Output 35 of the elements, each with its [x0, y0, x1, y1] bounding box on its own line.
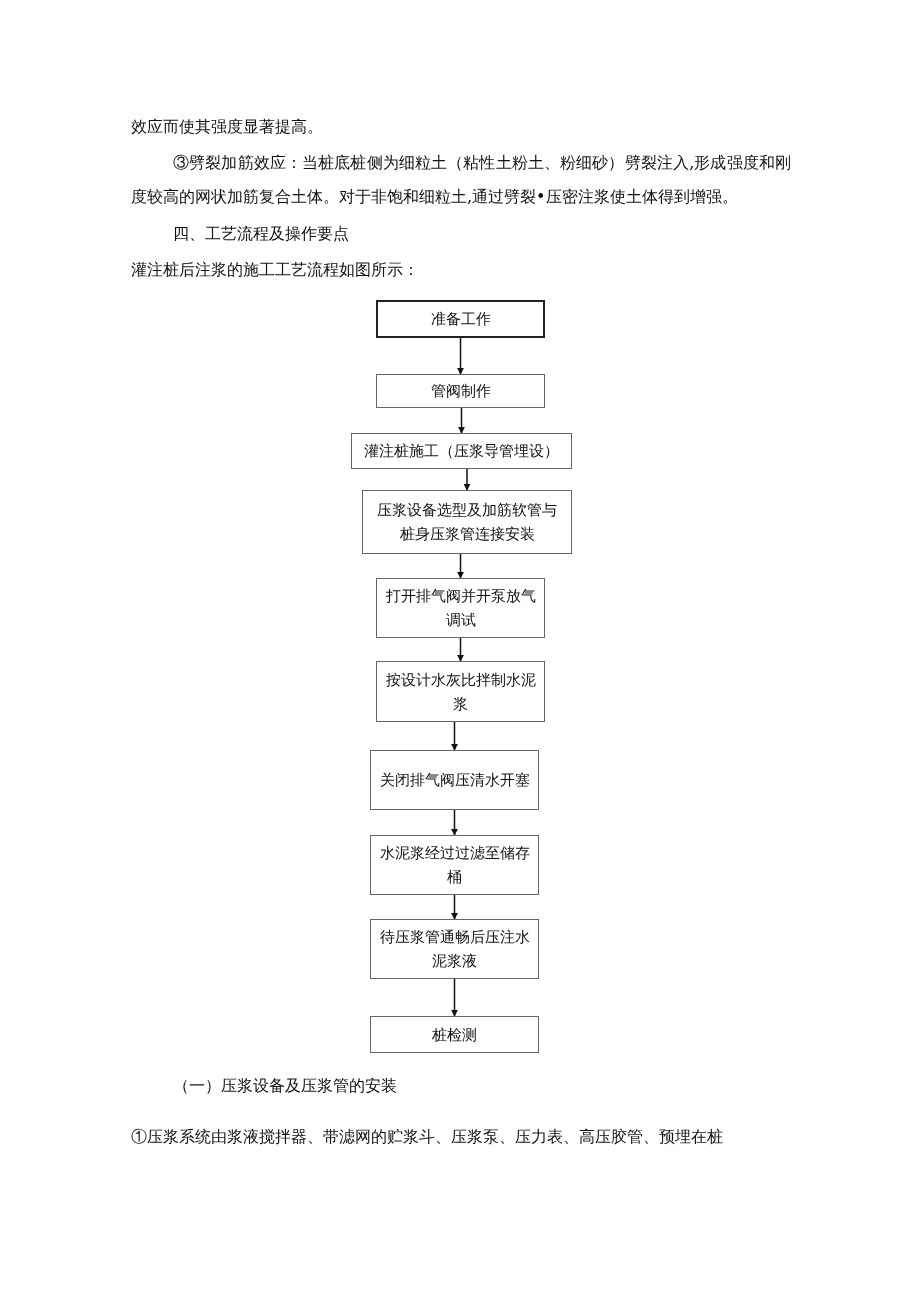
arrow	[451, 894, 458, 920]
arrow	[457, 553, 464, 579]
step-text: 桩检测	[432, 1024, 477, 1046]
process-box	[370, 919, 539, 979]
process-box	[376, 661, 545, 722]
arrow	[463, 468, 471, 491]
step-text: 压浆设备选型及加筋软管与桩身压浆管连接安装	[376, 500, 558, 545]
step-text: 水泥浆经过过滤至储存桶	[379, 843, 530, 888]
arrow	[457, 337, 464, 375]
process-box	[370, 1016, 539, 1053]
arrow	[451, 978, 458, 1017]
arrow	[451, 809, 458, 836]
section-heading: 四、工艺流程及操作要点	[172, 223, 350, 245]
subsection-heading: （一）压浆设备及压浆管的安装	[172, 1075, 398, 1097]
step-text: 打开排气阀并开泵放气调试	[385, 586, 536, 631]
process-box	[376, 300, 545, 338]
process-box	[362, 490, 572, 554]
step-text: 管阀制作	[430, 381, 491, 402]
step-text: 待压浆管通畅后压注水泥浆液	[379, 927, 530, 972]
step-text: 准备工作	[430, 309, 491, 330]
paragraph: ③劈裂加筋效应：当桩底桩侧为细粒土（粘性土粉土、粉细砂）劈裂注入,形成强度和刚度较高的网状加筋复合土体。对于非饱和细粒土,通过劈裂•压密注浆使土体得到增强。	[131, 152, 791, 208]
arrow	[451, 721, 458, 751]
process-box	[376, 374, 545, 408]
paragraph: 灌注桩后注浆的施工工艺流程如图所示：	[131, 259, 420, 281]
arrow	[458, 407, 465, 434]
paragraph: ①压浆系统由浆液搅拌器、带滤网的贮浆斗、压浆泵、压力表、高压胶管、预埋在桩	[131, 1126, 724, 1148]
process-box	[370, 835, 539, 895]
paragraph: 效应而使其强度显著提高。	[131, 116, 324, 138]
process-box	[351, 433, 572, 469]
arrow	[457, 637, 464, 662]
process-box	[370, 750, 539, 810]
step-text: 关闭排气阀压清水开塞	[379, 770, 530, 791]
step-text: 按设计水灰比拌制水泥浆	[385, 669, 536, 715]
process-box	[376, 578, 545, 638]
step-text: 灌注桩施工（压浆导管埋设）	[364, 441, 559, 462]
